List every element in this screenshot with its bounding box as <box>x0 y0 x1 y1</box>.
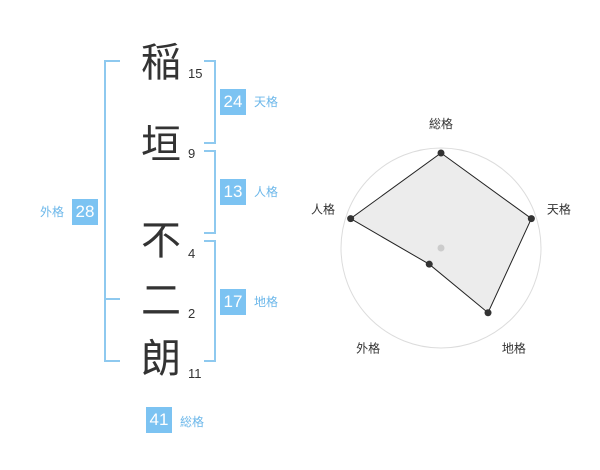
radar-axis-label: 総格 <box>429 116 453 131</box>
stroke-count-5: 11 <box>188 366 202 381</box>
radar-point <box>527 215 535 223</box>
chikaku-bracket <box>204 240 216 362</box>
radar-axis-label: 人格 <box>311 202 335 217</box>
name-char-2: 垣 <box>141 122 181 168</box>
name-char-4: 二 <box>141 278 181 324</box>
tenkaku-label: 天格 <box>254 95 279 109</box>
stroke-count-1: 15 <box>188 66 203 81</box>
radar-axis-label: 天格 <box>547 202 571 217</box>
name-char-5: 朗 <box>141 336 181 382</box>
chikaku-score: 17 <box>220 289 246 315</box>
stroke-count-2: 9 <box>188 146 196 161</box>
radar-axis-label: 地格 <box>502 340 526 355</box>
gaikaku-label: 外格 <box>40 205 65 219</box>
jinkaku-score: 13 <box>220 179 246 205</box>
soukaku-score: 41 <box>146 407 172 433</box>
radar-center <box>437 244 445 252</box>
tenkaku-score: 24 <box>220 89 246 115</box>
jinkaku-label: 人格 <box>254 185 279 199</box>
jinkaku-bracket <box>204 150 216 234</box>
soukaku-label: 総格 <box>180 415 205 429</box>
radar-axis-label: 外格 <box>356 340 380 355</box>
name-char-1: 稲 <box>141 40 181 86</box>
stroke-count-3: 4 <box>188 246 196 261</box>
radar-shape <box>349 152 533 314</box>
name-char-3: 不 <box>141 218 181 264</box>
radar-point <box>347 215 355 223</box>
radar-point <box>484 309 492 317</box>
gaikaku-bracket <box>104 60 120 362</box>
tenkaku-bracket <box>204 60 216 144</box>
stroke-count-4: 2 <box>188 306 196 321</box>
radar-point <box>425 260 433 268</box>
radar-point <box>437 149 445 157</box>
gaikaku-divider <box>104 298 120 300</box>
radar-points <box>347 149 535 317</box>
chikaku-label: 地格 <box>254 295 279 309</box>
gaikaku-score: 28 <box>72 199 98 225</box>
